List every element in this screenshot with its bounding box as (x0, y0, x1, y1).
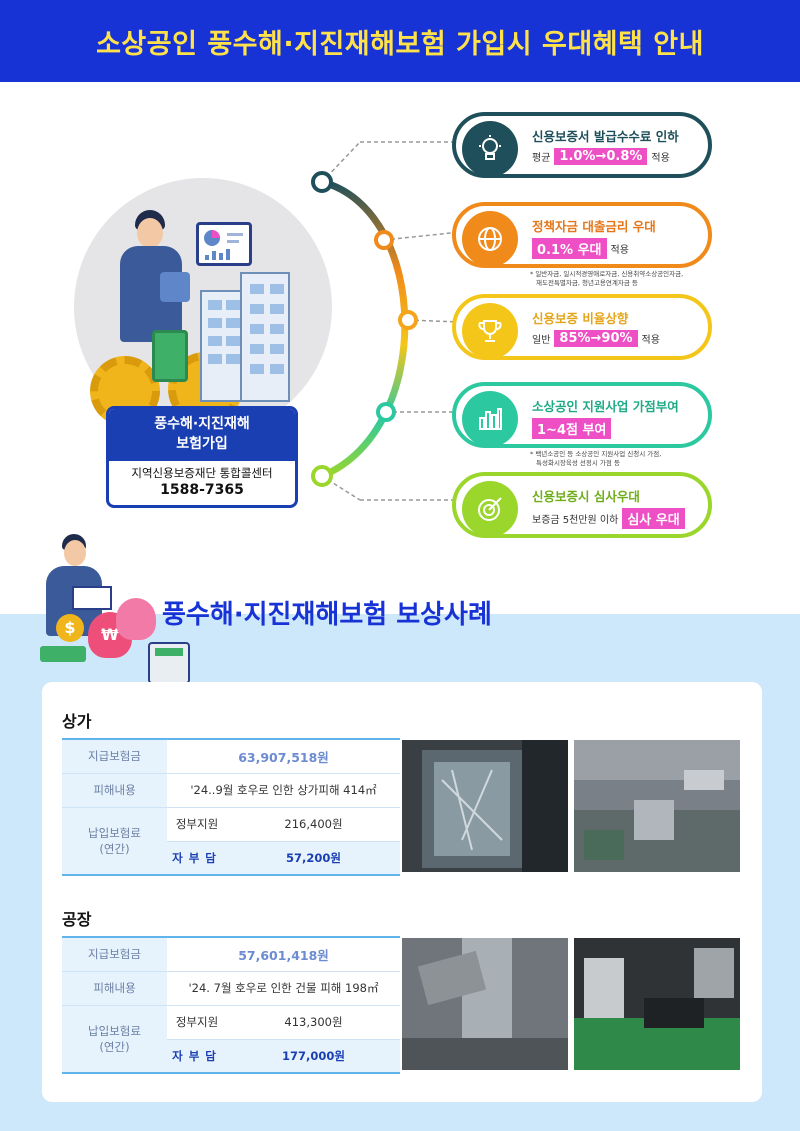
damage-value: '24..9월 호우로 인한 상가피해 414㎡ (167, 773, 400, 808)
gov-value: 216,400원 (227, 807, 400, 842)
damage-photo (402, 740, 568, 872)
contact-title-line2: 보험가입 (176, 436, 228, 452)
benefit-note-line2: 재도전특별자금, 청년고용연계자금 등 (536, 279, 638, 287)
benefit-title: 정책자금 대출금리 우대 (532, 219, 656, 234)
benefit-title: 신용보증 비율상향 (532, 311, 629, 326)
lightbulb-icon (462, 121, 518, 177)
label-amount: 지급보험금 (62, 936, 167, 972)
damage-photo (402, 938, 568, 1070)
case-table: 지급보험금 57,601,418원 피해내용 '24. 7월 호우로 인한 건물… (62, 936, 400, 1074)
building-illustration (200, 290, 246, 402)
benefit-note-line1: * 백년소공인 등 소상공인 지원사업 신청시 가점, (530, 450, 662, 458)
benefit-note-line2: 특성화시장육성 선정시 가점 등 (536, 459, 620, 467)
calculator-icon (148, 642, 190, 684)
dollar-coin-icon: $ (56, 614, 84, 642)
money-stack-icon (152, 330, 188, 382)
self-label: 자부담 (167, 841, 227, 876)
contact-title: 풍수해·지진재해 보험가입 (109, 409, 295, 461)
damage-photo (574, 740, 740, 872)
case-heading: 공장 (62, 910, 92, 929)
self-value: 177,000원 (227, 1039, 400, 1074)
person-head (64, 540, 86, 566)
page-title: 소상공인 풍수해·지진재해보험 가입시 우대혜택 안내 (96, 28, 704, 60)
gov-value: 413,300원 (227, 1005, 400, 1040)
label-damage: 피해내용 (62, 773, 167, 808)
amount-value: 63,907,518원 (167, 738, 400, 774)
case-heading: 상가 (62, 712, 92, 731)
benefit-prefix: 평균 (532, 153, 551, 164)
benefit-prefix: 일반 (532, 335, 551, 346)
benefit-suffix: 적용 (610, 245, 629, 256)
damage-value: '24. 7월 호우로 인한 건물 피해 198㎡ (167, 971, 400, 1006)
puzzle-icon (160, 272, 190, 302)
contact-center-name: 지역신용보증재단 통합콜센터 (131, 466, 273, 480)
label-damage: 피해내용 (62, 971, 167, 1006)
amount-value: 57,601,418원 (167, 936, 400, 972)
contact-box: 풍수해·지진재해 보험가입 지역신용보증재단 통합콜센터 1588-7365 (106, 406, 298, 508)
benefit-note: * 백년소공인 등 소상공인 지원사업 신청시 가점, 특성화시장육성 선정시 … (530, 450, 661, 468)
label-premium: 납입보험료 (연간) (62, 807, 167, 876)
benefit-prefix: 보증금 5천만원 이하 (532, 515, 619, 526)
benefit-note-line1: * 일반자금, 일시적경영애로자금, 신용취약소상공인자금, (530, 270, 684, 278)
benefit-highlight: 1.0%→0.8% (554, 148, 648, 165)
label-premium-line2: (연간) (99, 1039, 130, 1054)
benefit-note: * 일반자금, 일시적경영애로자금, 신용취약소상공인자금, 재도전특별자금, … (530, 270, 683, 288)
globe-icon (462, 211, 518, 267)
gov-label: 정부지원 (167, 807, 227, 842)
label-premium-line1: 납입보험료 (88, 1023, 141, 1038)
benefit-highlight: 0.1% 우대 (532, 238, 607, 259)
benefit-highlight: 1~4점 부여 (532, 418, 612, 439)
money-bag-icon (116, 598, 156, 640)
contact-phone: 1588-7365 (160, 482, 244, 498)
benefit-suffix: 적용 (651, 153, 670, 164)
building-illustration (240, 272, 290, 402)
tablet-chart-icon (196, 222, 252, 266)
damage-photo (574, 938, 740, 1070)
label-premium: 납입보험료 (연간) (62, 1005, 167, 1074)
page-header: 소상공인 풍수해·지진재해보험 가입시 우대혜택 안내 (0, 0, 800, 82)
gov-label: 정부지원 (167, 1005, 227, 1040)
benefit-title: 신용보증서 발급수수료 인하 (532, 129, 679, 144)
benefit-highlight: 심사 우대 (622, 508, 685, 529)
benefit-title: 소상공인 지원사업 가점부여 (532, 399, 679, 414)
benefit-arc (311, 141, 460, 501)
person-head (137, 218, 163, 248)
bar-chart-icon (462, 391, 518, 447)
label-amount: 지급보험금 (62, 738, 167, 774)
label-premium-line1: 납입보험료 (88, 825, 141, 840)
section-title: 풍수해·지진재해보험 보상사례 (162, 600, 492, 630)
case-table: 지급보험금 63,907,518원 피해내용 '24..9월 호우로 인한 상가… (62, 738, 400, 876)
benefit-suffix: 적용 (641, 335, 660, 346)
plant-pot-icon (40, 646, 86, 662)
label-premium-line2: (연간) (99, 841, 130, 856)
target-icon (462, 481, 518, 537)
benefit-highlight: 85%→90% (554, 330, 638, 347)
contact-title-line1: 풍수해·지진재해 (154, 416, 250, 432)
benefit-item: 소상공인 지원사업 가점부여 1~4점 부여 (452, 382, 712, 448)
benefit-title: 신용보증시 심사우대 (532, 489, 640, 504)
trophy-icon (462, 303, 518, 359)
self-value: 57,200원 (227, 841, 400, 876)
self-label: 자부담 (167, 1039, 227, 1074)
board-icon (72, 586, 112, 610)
